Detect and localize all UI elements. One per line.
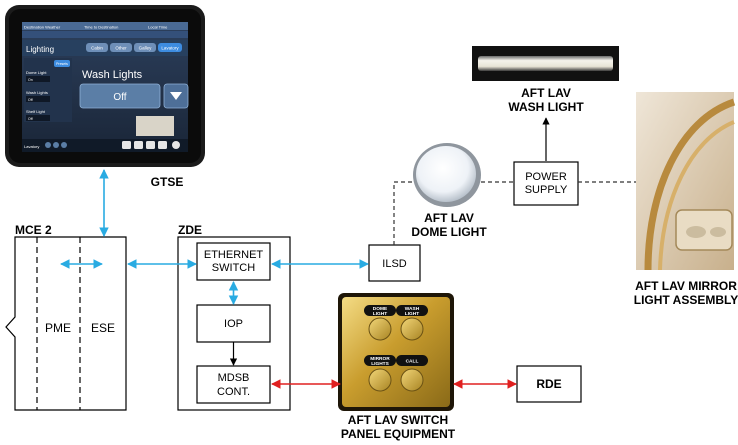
- wash-light-label: AFT LAV: [521, 86, 571, 100]
- call-switch[interactable]: CALL: [396, 355, 428, 392]
- lav-switch-panel: DOME LIGHT WASH LIGHT MIRROR LIGHTS CALL…: [338, 293, 456, 441]
- gtse-header-mid: Time to Destination: [84, 25, 118, 30]
- wash-light-switch[interactable]: WASH LIGHT: [396, 305, 428, 341]
- gtse-tab-other[interactable]: Other: [110, 43, 132, 52]
- mirror-lights-switch[interactable]: MIRROR LIGHTS: [364, 355, 396, 392]
- gtse-tab-label: Other: [115, 46, 127, 51]
- gtse-dropdown-button[interactable]: [163, 83, 189, 109]
- gtse-presets-button[interactable]: Presets: [54, 60, 70, 67]
- mirror-light-assembly: AFT LAV MIRROR LIGHT ASSEMBLY: [634, 92, 738, 307]
- gtse-header-right: Local Time: [148, 25, 168, 30]
- gtse-tab-lavatory[interactable]: Lavatory: [158, 43, 182, 52]
- switch-panel-label: AFT LAV SWITCH: [348, 413, 448, 427]
- gtse-device: Destination Weather Time to Destination …: [5, 5, 205, 189]
- dome-light-switch[interactable]: DOME LIGHT: [364, 305, 396, 341]
- gtse-item-label: Shelf Light: [26, 109, 46, 114]
- pme-label: PME: [45, 321, 71, 335]
- gtse-section-title: Lighting: [26, 45, 54, 54]
- gtse-tab-label: Cabin: [91, 46, 103, 51]
- wash-light-label: WASH LIGHT: [508, 100, 584, 114]
- switch-label: WASH: [405, 306, 420, 312]
- gtse-item-label: Dome Light: [26, 70, 47, 75]
- zde-unit: ZDE ETHERNET SWITCH IOP MDSB CONT.: [177, 223, 291, 411]
- gtse-item-value-box[interactable]: [26, 115, 50, 121]
- mce2-unit: MCE 2 PME ESE: [5, 223, 127, 411]
- gtse-footer-label: Lavatory: [24, 144, 39, 149]
- gtse-main-value-field[interactable]: Off: [79, 83, 161, 109]
- gtse-item-value: Off: [28, 98, 33, 102]
- dome-light: AFT LAV DOME LIGHT: [411, 143, 487, 239]
- dome-light-label: DOME LIGHT: [411, 225, 487, 239]
- gtse-tab-cabin[interactable]: Cabin: [86, 43, 108, 52]
- gtse-label: GTSE: [151, 175, 184, 189]
- mirror-light-label: LIGHT ASSEMBLY: [634, 293, 738, 307]
- gtse-main-value: Off: [113, 92, 126, 103]
- switch-label: LIGHT: [373, 311, 387, 317]
- switch-label: LIGHTS: [371, 361, 389, 367]
- gtse-header-left: Destination Weather: [24, 25, 61, 30]
- ethernet-switch-box: ETHERNET SWITCH: [196, 242, 271, 281]
- chevron-down-icon: [170, 92, 182, 100]
- ese-label: ESE: [91, 321, 115, 335]
- mdsb-controller-box: MDSB CONT.: [196, 365, 271, 404]
- rde-label: RDE: [536, 377, 561, 391]
- power-supply-box: POWER SUPPLY: [513, 161, 579, 206]
- connections: [60, 117, 636, 389]
- wash-light: AFT LAV WASH LIGHT: [472, 46, 619, 114]
- power-supply-label: POWER: [525, 171, 567, 183]
- mce2-label: MCE 2: [15, 223, 52, 237]
- power-supply-label: SUPPLY: [525, 184, 568, 196]
- mirror-light-label: AFT LAV MIRROR: [635, 279, 737, 293]
- gtse-item-value: Off: [28, 117, 33, 121]
- gtse-thumbnail: [136, 116, 174, 136]
- dome-light-image: [416, 146, 476, 202]
- mdsb-label: MDSB: [218, 372, 250, 384]
- gtse-tab-label: Lavatory: [161, 46, 179, 51]
- switch-label: LIGHT: [405, 311, 419, 317]
- gtse-tab-label: Galley: [139, 46, 153, 51]
- gtse-tab-galley[interactable]: Galley: [134, 43, 156, 52]
- switch-label: DOME: [373, 306, 388, 312]
- zde-label: ZDE: [178, 223, 202, 237]
- ethernet-switch-label: ETHERNET: [204, 249, 264, 261]
- iop-label: IOP: [224, 318, 243, 330]
- ethernet-switch-label: SWITCH: [212, 262, 255, 274]
- switch-label: CALL: [406, 359, 419, 365]
- gtse-main-title: Wash Lights: [82, 69, 143, 81]
- gtse-item-value-box[interactable]: [26, 76, 50, 82]
- wash-light-image: [478, 56, 613, 71]
- switch-label: MIRROR: [370, 356, 390, 362]
- dome-light-label: AFT LAV: [424, 211, 474, 225]
- gtse-item-value: On: [28, 78, 33, 82]
- power-link-ilsd-dome: [393, 181, 412, 245]
- ilsd-box: ILSD: [368, 244, 421, 282]
- gtse-presets-label: Presets: [56, 62, 68, 66]
- gtse-item-label: Wash Lights: [26, 90, 48, 95]
- switch-panel-label: PANEL EQUIPMENT: [341, 427, 456, 441]
- iop-box: IOP: [196, 304, 271, 343]
- gtse-item-value-box[interactable]: [26, 96, 50, 102]
- ilsd-label: ILSD: [382, 258, 407, 270]
- mdsb-label: CONT.: [217, 386, 250, 398]
- rde-box: RDE: [516, 365, 582, 403]
